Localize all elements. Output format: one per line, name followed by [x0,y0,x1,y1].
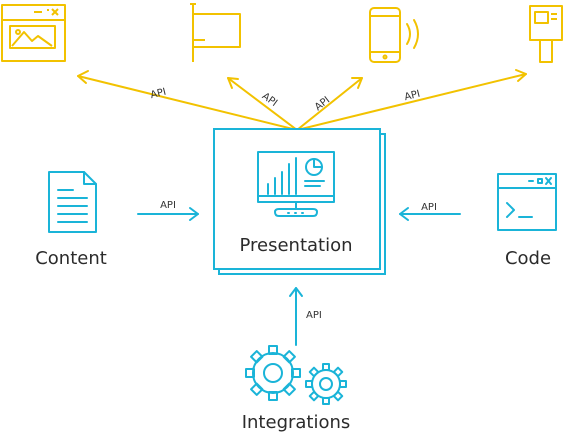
api-label-flag: API [260,91,279,109]
presentation-node: Presentation [213,128,386,275]
kiosk-icon [529,5,563,63]
gears-icon [245,345,347,405]
web-page-icon [1,4,66,62]
integrations-node: Integrations [242,345,351,433]
presentation-label: Presentation [239,235,352,256]
arrow-to-kiosk [296,73,527,131]
arrowhead-web [77,70,89,84]
content-node: Content [35,171,107,269]
small-gear [305,363,347,405]
output-arrows [77,69,527,131]
code-node: Code [497,173,557,269]
flag-icon [190,3,241,62]
api-label-kiosk: API [403,89,421,104]
arrow-to-web [77,75,298,131]
api-label-code: API [421,202,437,213]
arrow-integrations-to-presentation [289,287,303,346]
code-label: Code [505,248,551,269]
arrow-to-phone [296,77,363,131]
mobile-phone-icon [369,7,419,63]
api-label-content: API [160,200,176,211]
large-gear [245,345,301,401]
arrow-to-flag [227,77,298,131]
terminal-window-icon [497,173,557,231]
api-label-phone: API [313,95,332,113]
api-label-integrations: API [306,310,322,321]
arrow-code-to-presentation [399,207,461,221]
document-icon [48,171,97,233]
arrowhead-flag [227,77,239,89]
arrowhead-kiosk [515,69,527,82]
dashboard-monitor-icon [257,151,335,217]
api-label-web: API [149,87,167,102]
content-label: Content [35,248,107,269]
arrowhead-phone [351,77,363,89]
arrow-content-to-presentation [137,207,199,221]
integrations-label: Integrations [242,412,351,433]
